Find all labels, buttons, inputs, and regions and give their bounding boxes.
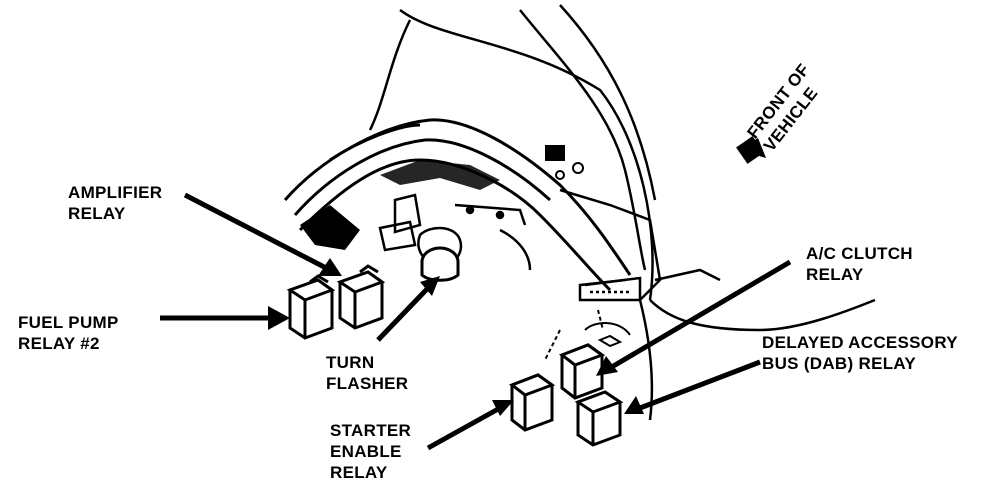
arrow-front-of-vehicle bbox=[736, 136, 766, 164]
label-line: ENABLE bbox=[330, 442, 402, 461]
label-line: A/C CLUTCH bbox=[806, 244, 913, 263]
dab-relay-box bbox=[574, 390, 624, 447]
label-line: RELAY bbox=[68, 204, 126, 223]
starter-relay-box bbox=[508, 373, 556, 432]
fuel-pump-relay-box bbox=[286, 274, 336, 340]
relay-bracket bbox=[559, 188, 662, 302]
amplifier-relay-box bbox=[336, 264, 386, 330]
label-line: STARTER bbox=[330, 421, 412, 440]
label-line: TURN bbox=[326, 353, 375, 372]
turn-flasher-box bbox=[420, 246, 460, 282]
arrow-starter-relay bbox=[426, 400, 514, 451]
ac-clutch-relay-label: A/C CLUTCH RELAY bbox=[806, 243, 913, 285]
arrow-dab-relay bbox=[624, 359, 761, 414]
arrow-amplifier-relay bbox=[183, 192, 342, 276]
turn-flasher-label: TURN FLASHER bbox=[326, 352, 408, 394]
label-line: FUEL PUMP bbox=[18, 313, 119, 332]
label-line: FLASHER bbox=[326, 374, 409, 393]
leader-arrows bbox=[160, 136, 792, 451]
mounting-hardware bbox=[378, 193, 532, 271]
arrow-ac-clutch-relay bbox=[596, 259, 792, 376]
arrow-fuel-pump-relay bbox=[160, 306, 290, 330]
ac-clutch-relay-box bbox=[558, 343, 606, 400]
label-line: AMPLIFIER bbox=[68, 183, 163, 202]
connector-sockets bbox=[544, 309, 631, 361]
label-line: RELAY bbox=[806, 265, 864, 284]
starter-enable-relay-label: STARTER ENABLE RELAY bbox=[330, 420, 411, 483]
arrow-turn-flasher bbox=[376, 276, 440, 342]
amplifier-relay-label: AMPLIFIER RELAY bbox=[68, 182, 162, 224]
dab-relay-label: DELAYED ACCESSORY BUS (DAB) RELAY bbox=[762, 332, 958, 374]
label-line: RELAY #2 bbox=[18, 334, 100, 353]
label-line: RELAY bbox=[330, 463, 388, 482]
label-line: DELAYED ACCESSORY bbox=[762, 333, 958, 352]
label-line: BUS (DAB) RELAY bbox=[762, 354, 917, 373]
harness-shading bbox=[300, 145, 584, 250]
fuel-pump-relay-label: FUEL PUMP RELAY #2 bbox=[18, 312, 119, 354]
